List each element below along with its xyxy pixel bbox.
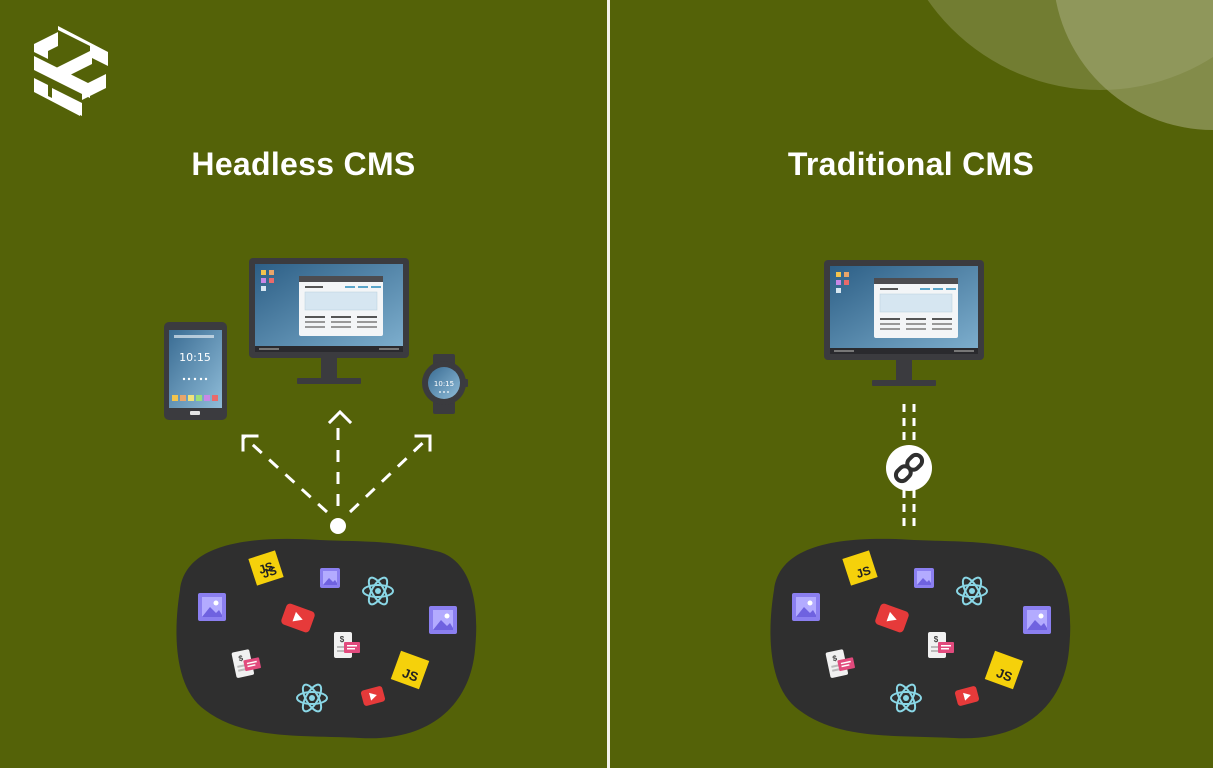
brand-logo — [34, 26, 108, 116]
svg-text:JS: JS — [854, 563, 872, 581]
image-icon — [198, 593, 226, 621]
content-repository-blob — [176, 538, 477, 739]
svg-text:JS: JS — [257, 559, 275, 577]
js-icon — [390, 650, 430, 690]
distribution-arrows — [241, 420, 432, 514]
monitor-icon — [248, 257, 410, 385]
coupling-line — [902, 404, 916, 526]
link-icon — [886, 445, 932, 491]
image-icon — [914, 568, 934, 588]
image-icon — [1023, 606, 1051, 634]
svg-text:JS: JS — [400, 665, 420, 685]
monitor-icon — [823, 259, 985, 387]
watch-time: 10:15 — [434, 380, 454, 388]
js-icon — [984, 650, 1024, 690]
headless-cms-title: Headless CMS — [191, 146, 416, 182]
svg-text:JS: JS — [994, 665, 1014, 685]
content-repository-blob — [770, 538, 1071, 739]
watch-icon: 10:15 — [422, 354, 468, 414]
panel-divider — [607, 0, 610, 768]
tablet-icon: 10:15 — [164, 322, 227, 420]
image-icon — [792, 593, 820, 621]
js-icon — [842, 550, 878, 586]
tablet-time: 10:15 — [179, 351, 211, 364]
js-icon: JS — [248, 550, 284, 586]
source-node — [330, 518, 346, 534]
traditional-cms-title: Traditional CMS — [787, 146, 1035, 182]
image-icon — [320, 568, 340, 588]
image-icon — [429, 606, 457, 634]
